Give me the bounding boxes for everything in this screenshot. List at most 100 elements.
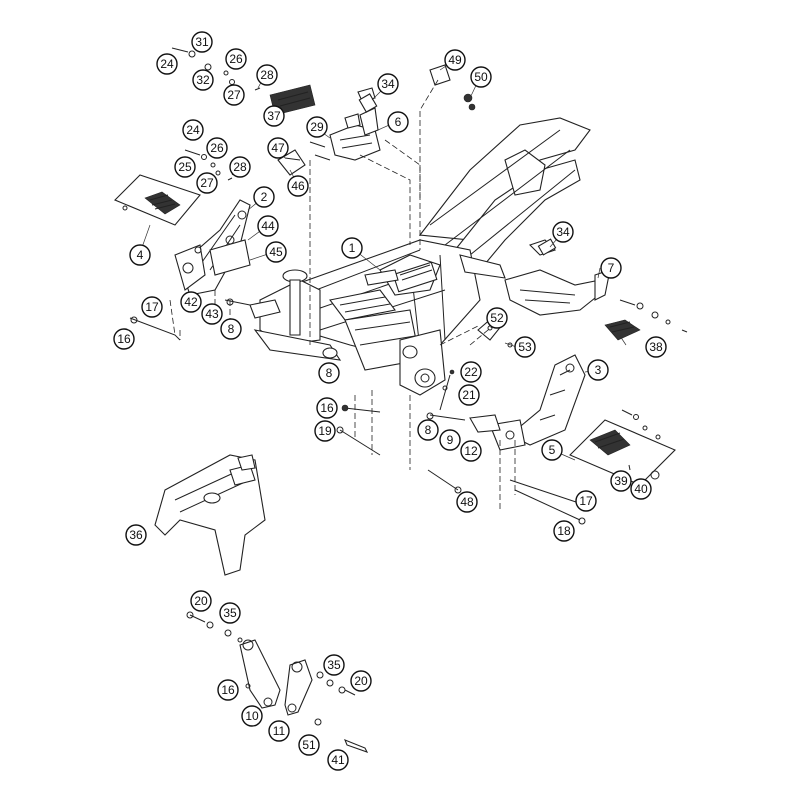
callout-17: 17 <box>575 490 597 512</box>
callout-25: 25 <box>174 156 196 178</box>
rear-footrest-bracket <box>504 239 641 341</box>
callout-16: 16 <box>217 679 239 701</box>
callout-24: 24 <box>156 53 178 75</box>
callout-5: 5 <box>541 439 563 461</box>
callout-28: 28 <box>229 156 251 178</box>
svg-text:3: 3 <box>595 363 602 377</box>
svg-text:40: 40 <box>634 482 648 496</box>
right-footrest-bracket <box>469 354 586 451</box>
callout-24: 24 <box>182 119 204 141</box>
callout-39: 39 <box>610 470 632 492</box>
callout-40: 40 <box>630 478 652 500</box>
callout-26: 26 <box>206 137 228 159</box>
callout-8: 8 <box>417 419 439 441</box>
svg-text:4: 4 <box>137 248 144 262</box>
callout-19: 19 <box>314 420 336 442</box>
callout-9: 9 <box>439 429 461 451</box>
svg-text:1: 1 <box>349 241 356 255</box>
svg-text:8: 8 <box>228 322 235 336</box>
svg-text:39: 39 <box>614 474 628 488</box>
svg-text:10: 10 <box>245 709 259 723</box>
callout-36: 36 <box>125 524 147 546</box>
svg-text:16: 16 <box>117 332 131 346</box>
callout-35: 35 <box>219 602 241 624</box>
callout-26: 26 <box>225 48 247 70</box>
fasteners <box>129 47 688 726</box>
svg-text:42: 42 <box>184 295 198 309</box>
svg-text:25: 25 <box>178 160 192 174</box>
svg-text:29: 29 <box>310 120 324 134</box>
svg-text:16: 16 <box>221 683 235 697</box>
svg-text:27: 27 <box>200 176 214 190</box>
svg-text:18: 18 <box>557 524 571 538</box>
svg-text:36: 36 <box>129 528 143 542</box>
callout-47: 47 <box>267 137 289 159</box>
callout-16: 16 <box>316 397 338 419</box>
callout-22: 22 <box>460 361 482 383</box>
svg-text:51: 51 <box>302 738 316 752</box>
callout-41: 41 <box>327 749 349 771</box>
callout-12: 12 <box>460 440 482 462</box>
assembly-lines <box>169 79 516 510</box>
part-49-bracket <box>429 64 476 111</box>
callout-27: 27 <box>223 84 245 106</box>
callout-10: 10 <box>241 705 263 727</box>
svg-text:9: 9 <box>447 433 454 447</box>
callout-11: 11 <box>268 720 290 742</box>
svg-text:31: 31 <box>195 35 209 49</box>
callout-16: 16 <box>113 328 135 350</box>
svg-text:47: 47 <box>271 141 285 155</box>
svg-text:12: 12 <box>464 444 478 458</box>
svg-text:8: 8 <box>425 423 432 437</box>
svg-text:52: 52 <box>490 311 504 325</box>
engine-hangers <box>239 639 369 753</box>
callout-27: 27 <box>196 172 218 194</box>
part-4-box <box>114 174 201 226</box>
callout-2: 2 <box>253 186 275 208</box>
callout-18: 18 <box>553 520 575 542</box>
svg-text:35: 35 <box>327 658 341 672</box>
callout-50: 50 <box>470 66 492 88</box>
callout-37: 37 <box>263 105 285 127</box>
svg-text:20: 20 <box>194 594 208 608</box>
callout-6: 6 <box>387 111 409 133</box>
callout-51: 51 <box>298 734 320 756</box>
svg-text:44: 44 <box>261 219 275 233</box>
svg-text:34: 34 <box>381 77 395 91</box>
callout-35: 35 <box>323 654 345 676</box>
svg-text:24: 24 <box>160 57 174 71</box>
svg-text:41: 41 <box>331 753 345 767</box>
callout-32: 32 <box>192 69 214 91</box>
callout-34: 34 <box>552 221 574 243</box>
svg-text:28: 28 <box>260 68 274 82</box>
svg-text:17: 17 <box>579 494 593 508</box>
svg-text:53: 53 <box>518 340 532 354</box>
callout-44: 44 <box>257 215 279 237</box>
callout-46: 46 <box>287 175 309 197</box>
svg-text:16: 16 <box>320 401 334 415</box>
callout-17: 17 <box>141 296 163 318</box>
svg-text:26: 26 <box>210 141 224 155</box>
plate-34-upper <box>358 93 378 113</box>
svg-text:20: 20 <box>354 674 368 688</box>
callout-21: 21 <box>458 384 480 406</box>
svg-text:6: 6 <box>395 115 402 129</box>
main-frame <box>249 117 591 396</box>
svg-text:2: 2 <box>261 190 268 204</box>
svg-text:24: 24 <box>186 123 200 137</box>
svg-text:43: 43 <box>205 307 219 321</box>
svg-text:19: 19 <box>318 424 332 438</box>
callout-4: 4 <box>129 244 151 266</box>
callout-52: 52 <box>486 307 508 329</box>
callout-20: 20 <box>190 590 212 612</box>
left-footrest-bracket <box>174 199 251 296</box>
callout-34: 34 <box>377 73 399 95</box>
callout-49: 49 <box>444 49 466 71</box>
callout-8: 8 <box>318 362 340 384</box>
callout-29: 29 <box>306 116 328 138</box>
svg-text:17: 17 <box>145 300 159 314</box>
svg-text:32: 32 <box>196 73 210 87</box>
svg-text:35: 35 <box>223 606 237 620</box>
callout-31: 31 <box>191 31 213 53</box>
